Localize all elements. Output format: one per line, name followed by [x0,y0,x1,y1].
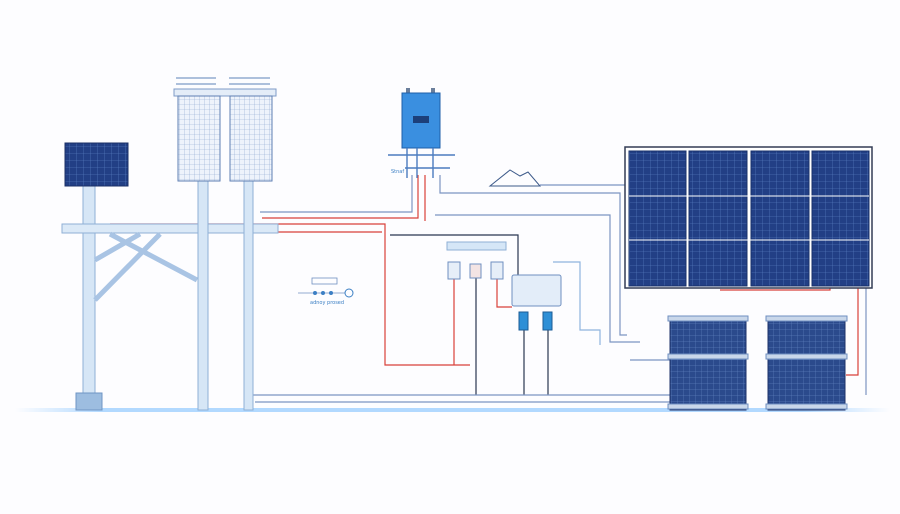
battery-band [667,315,749,322]
breaker [490,261,504,280]
pole-base [75,392,103,411]
tower-panel-right [229,95,273,182]
breaker [447,261,461,280]
tower-panel-left [177,95,221,182]
array-column [688,150,748,287]
meter-dot [329,291,333,295]
inverter: Stnaf [388,88,455,178]
battery-band [765,353,848,360]
braces [93,231,199,302]
crossbeam [61,223,279,234]
wire-blue [260,175,413,213]
tower-top-frame [173,88,277,97]
pole [197,179,209,411]
meter-dot [321,291,325,295]
meter-box [311,277,338,285]
wiring [110,175,867,403]
tower-panels [173,77,277,411]
meter-dial-icon [344,288,354,298]
battery [667,315,749,411]
inverter-connectors [388,148,455,178]
meter-dot [313,291,317,295]
array-column [750,150,810,287]
inverter-mount [406,88,410,94]
wire-red [262,175,419,219]
wire-red [110,223,470,366]
inverter-mount [431,88,435,94]
busbar [446,241,507,251]
pole [82,185,96,397]
inverter-display [413,116,429,123]
battery [765,315,848,411]
tower-top-lines [176,77,270,85]
wire-light-blue [553,261,601,345]
array-column [628,150,687,287]
ground-line [15,408,890,412]
mountain-icon [488,169,542,187]
large-solar-array [624,146,873,289]
fuse [542,311,553,331]
wire-red [846,287,859,376]
array-column [811,150,870,287]
pole [243,179,254,411]
battery-bank [667,315,848,411]
combiner-equipment [446,241,562,331]
fuse [518,311,529,331]
breaker [469,263,482,279]
battery-band [667,353,749,360]
wire-blue [439,175,627,336]
battery-body [669,315,747,411]
battery-band [667,403,749,410]
meter-symbol: adnoy prosed [298,277,354,306]
battery-band [765,315,848,322]
array-row-dividers [629,195,869,241]
battery-body [767,315,846,411]
small-solar-panel [64,142,129,187]
wire-blue [435,214,640,343]
battery-band [765,403,848,410]
wire-dark [390,234,519,275]
wire-red [496,278,512,308]
small-panel-pole [61,142,279,411]
meter-label: adnoy prosed [310,300,344,306]
combiner-box [511,274,562,307]
inverter-label: Stnaf [391,169,404,175]
